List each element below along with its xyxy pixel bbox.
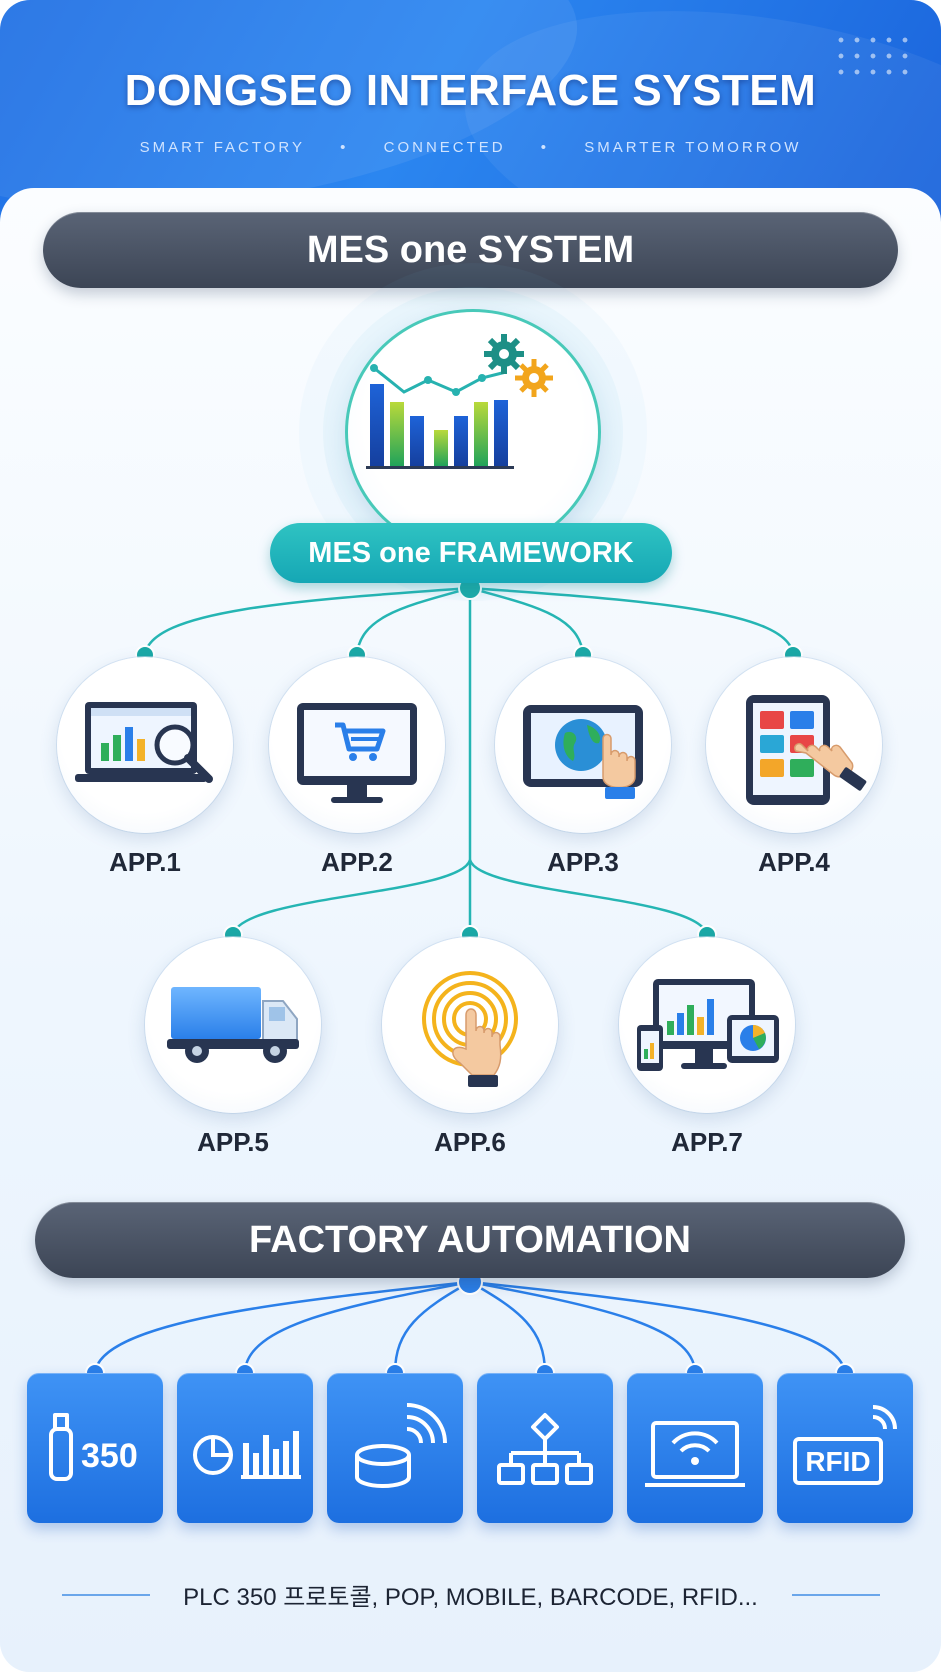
footer-divider-left — [62, 1594, 150, 1596]
usb-plc-icon: 350 — [49, 1413, 138, 1481]
multi-device-dashboard-icon — [637, 979, 779, 1071]
app-node-6[interactable] — [382, 937, 558, 1113]
app-node-4[interactable] — [706, 657, 882, 833]
tagline-item: SMART FACTORY — [139, 139, 305, 156]
tagline-item: CONNECTED — [383, 139, 506, 156]
mes-hub — [345, 309, 601, 555]
tagline-separator: • — [340, 139, 349, 156]
app-node-7[interactable] — [619, 937, 795, 1113]
tile-analytics[interactable] — [177, 1373, 313, 1523]
app-node-1[interactable] — [57, 657, 233, 833]
page-title: DONGSEO INTERFACE SYSTEM — [124, 66, 817, 115]
tagline-item: SMARTER TOMORROW — [584, 139, 802, 156]
database-wireless-icon — [355, 1403, 447, 1488]
app-label: APP.1 — [109, 847, 181, 877]
tagline-separator: • — [540, 139, 550, 156]
app-node-3[interactable] — [495, 657, 671, 833]
tile-plc[interactable]: 350 — [27, 1373, 163, 1523]
tile-mobile[interactable] — [627, 1373, 763, 1523]
app-node-2[interactable] — [269, 657, 445, 833]
app-label: APP.5 — [197, 1127, 269, 1157]
tile-rfid-text: RFID — [805, 1446, 870, 1477]
app-label: APP.3 — [547, 847, 619, 877]
app-label: APP.7 — [671, 1127, 743, 1157]
protocol-footer: PLC 350 프로토콜, POP, MOBILE, BARCODE, RFID… — [183, 1584, 758, 1611]
tile-database[interactable] — [327, 1373, 463, 1523]
footer-divider-right — [792, 1594, 880, 1596]
fingerprint-touch-icon — [422, 971, 518, 1087]
tile-rfid[interactable]: RFID — [777, 1373, 913, 1523]
app-node-5[interactable] — [145, 937, 321, 1113]
tile-plc-text: 350 — [81, 1437, 138, 1475]
rfid-tag-icon: RFID — [793, 1405, 897, 1485]
tablet-app-tiles-touch-icon — [746, 695, 867, 805]
tablet-globe-touch-icon — [523, 705, 643, 799]
bar-chart-gears-icon — [366, 334, 553, 469]
app-label: APP.4 — [758, 847, 830, 877]
app-label: APP.2 — [321, 847, 393, 877]
factory-automation-bar: FACTORY AUTOMATION — [35, 1202, 905, 1278]
delivery-truck-icon — [167, 987, 299, 1063]
pie-bar-chart-icon — [193, 1431, 301, 1479]
laptop-wifi-icon — [645, 1421, 745, 1487]
app-label: APP.6 — [434, 1127, 506, 1157]
tagline: SMART FACTORY • CONNECTED • SMARTER TOMO… — [0, 139, 941, 156]
decorative-dots — [833, 32, 913, 82]
network-hierarchy-icon — [497, 1413, 593, 1485]
framework-pill: MES one FRAMEWORK — [270, 523, 672, 583]
monitor-shopping-cart-icon — [297, 703, 417, 803]
mes-system-bar: MES one SYSTEM — [43, 212, 898, 288]
laptop-analytics-magnifier-icon — [75, 702, 213, 783]
tile-network[interactable] — [477, 1373, 613, 1523]
